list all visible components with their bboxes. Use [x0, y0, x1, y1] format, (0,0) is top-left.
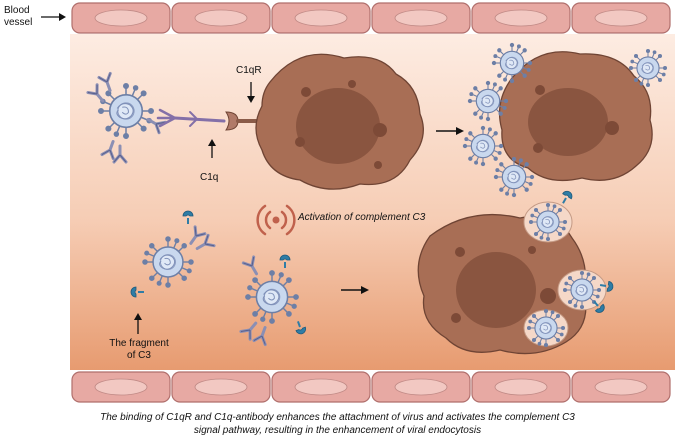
- host-cell-top: [255, 53, 424, 190]
- c1qr-label: C1qR: [236, 65, 262, 76]
- caption-line-2: signal pathway, resulting in the enhance…: [193, 425, 482, 436]
- c3-fragment-arrow: [134, 313, 142, 334]
- signal-waves-icon: [256, 204, 296, 236]
- blood-vessel-arrow: [41, 13, 66, 21]
- blood-vessel-label: Blood vessel: [4, 5, 33, 28]
- process-arrow-top: [436, 127, 464, 135]
- c1qr-arrow: [247, 82, 255, 103]
- host-cell-top-right: [498, 51, 653, 182]
- c1q-label: C1q: [200, 172, 219, 183]
- vessel-wall-top: [71, 2, 671, 34]
- activation-label: Activation of complement C3: [298, 212, 426, 223]
- caption-line-1: The binding of C1qR and C1q-antibody enh…: [100, 412, 575, 423]
- figure-caption: The binding of C1qR and C1q-antibody enh…: [40, 411, 635, 437]
- c3-fragment-label: The fragment of C3: [109, 338, 169, 361]
- vessel-wall-bottom: [71, 371, 671, 403]
- c1q-arrow: [208, 139, 216, 158]
- c1q-molecule: [156, 108, 226, 128]
- process-arrow-bottom: [341, 286, 369, 294]
- endocytosed-viruses: [523, 188, 615, 348]
